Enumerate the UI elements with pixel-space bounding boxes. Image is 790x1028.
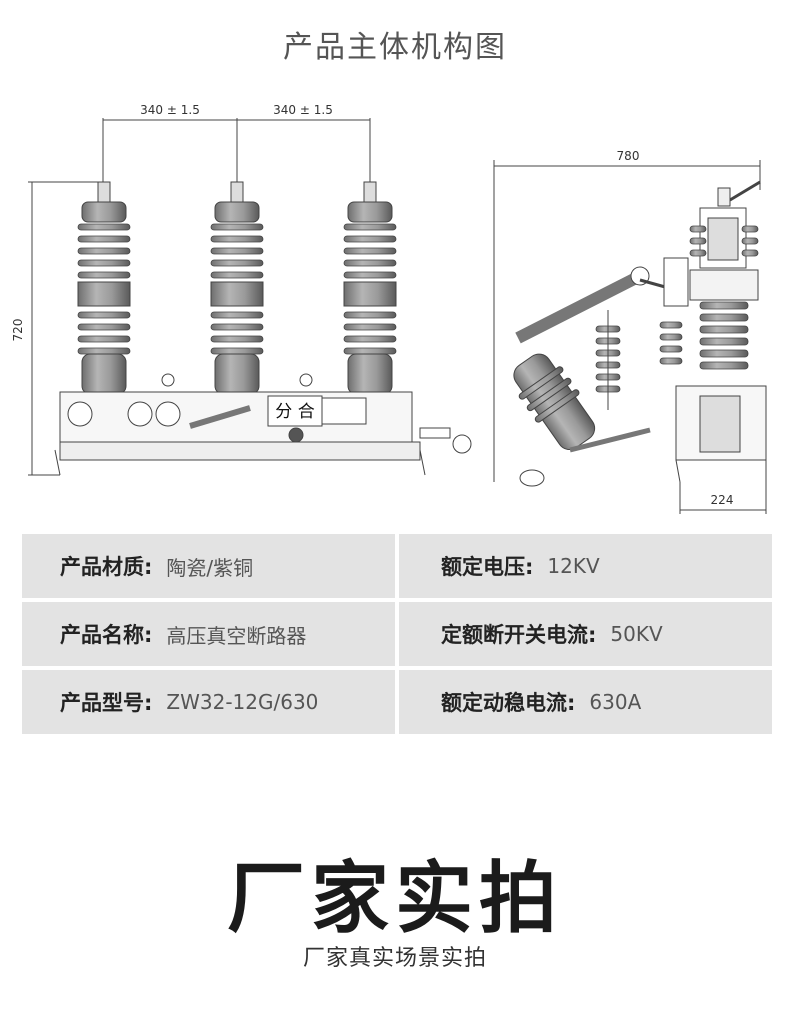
depth-label: 224 [711, 493, 734, 507]
width-label: 780 [617, 149, 640, 163]
spec-label: 额定电压: [441, 555, 534, 579]
spec-cell-material: 产品材质: 陶瓷/紫铜 [22, 534, 395, 598]
spec-value: 陶瓷/紫铜 [166, 555, 254, 580]
side-view [513, 180, 767, 487]
depth-dimension [679, 482, 767, 514]
spec-cell-model: 产品型号: ZW32-12G/630 [22, 670, 395, 734]
spec-cell-product-name: 产品名称: 高压真空断路器 [22, 602, 395, 666]
spec-cell-dynamic-current: 额定动稳电流: 630A [399, 670, 772, 734]
height-label: 720 [11, 319, 25, 342]
spec-label: 产品名称: [60, 623, 153, 647]
width-dimension [493, 160, 761, 482]
page-title: 产品主体机构图 [283, 30, 507, 65]
spec-value: ZW32-12G/630 [166, 690, 319, 714]
spec-value: 高压真空断路器 [166, 623, 307, 648]
base-cabinet [54, 373, 472, 476]
top-dimension [102, 118, 371, 185]
insulator-2 [210, 181, 264, 395]
spec-row: 产品型号: ZW32-12G/630 额定动稳电流: 630A [22, 670, 772, 734]
section-heading: 厂家实拍 [226, 854, 563, 944]
spec-label: 定额断开关电流: [441, 623, 597, 647]
spec-label: 产品材质: [60, 555, 153, 579]
spec-row: 产品材质: 陶瓷/紫铜 额定电压: 12KV [22, 534, 772, 598]
spec-value: 50KV [610, 622, 663, 646]
spec-label: 产品型号: [60, 691, 153, 715]
spec-cell-breaking-current: 定额断开关电流: 50KV [399, 602, 772, 666]
breaker-drawing: 340 ± 1.5 340 ± 1.5 720 [11, 103, 767, 514]
spec-table: 产品材质: 陶瓷/紫铜 额定电压: 12KV 产品名称: 高压真空断路器 定额断… [22, 534, 772, 738]
spec-value: 12KV [547, 554, 600, 578]
spec-cell-rated-voltage: 额定电压: 12KV [399, 534, 772, 598]
dim-label-2: 340 ± 1.5 [273, 103, 333, 117]
dim-label-1: 340 ± 1.5 [140, 103, 200, 117]
spec-row: 产品名称: 高压真空断路器 定额断开关电流: 50KV [22, 602, 772, 666]
spec-value: 630A [589, 690, 642, 714]
section-subheading: 厂家真实场景实拍 [302, 946, 487, 971]
switch-panel-label: 分 合 [275, 402, 314, 422]
spec-label: 额定动稳电流: [441, 691, 576, 715]
insulator-3 [343, 181, 397, 395]
insulator-1 [77, 181, 131, 395]
height-dimension [28, 181, 100, 476]
